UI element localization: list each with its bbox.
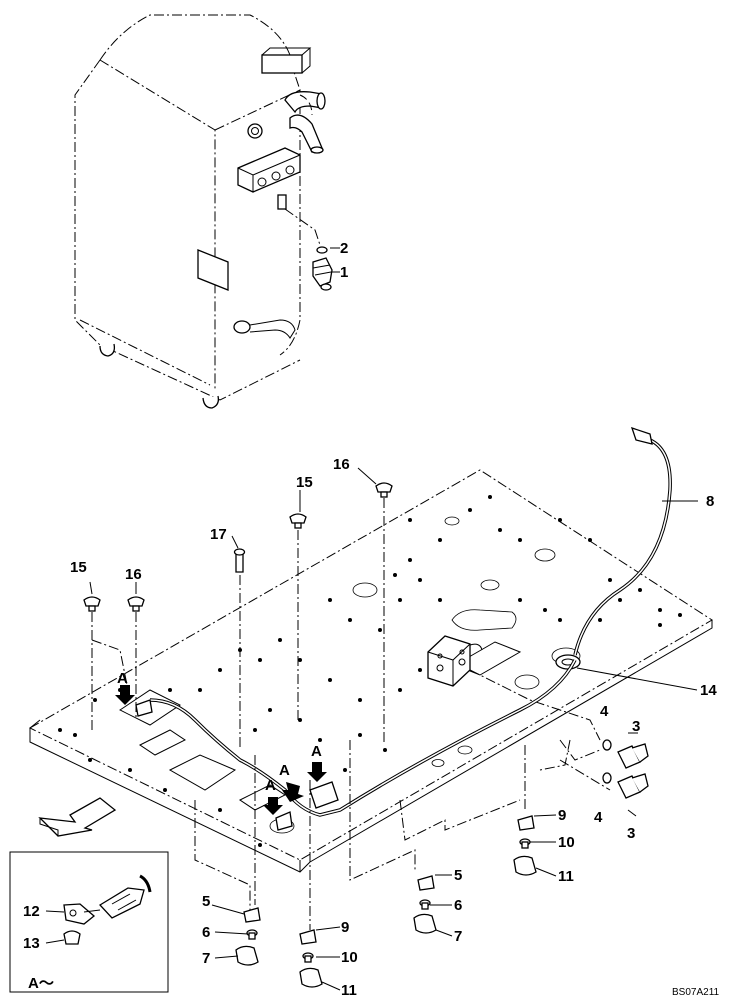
callout-6: 6 [202,924,210,941]
view-mark-label: A [265,777,276,794]
drawing-code: BS07A211 [672,987,720,998]
tank-assembly [74,14,333,409]
fitting-connector-icon [617,773,649,799]
callout-15: 15 [70,559,87,576]
fitting-connector-icon [617,743,649,769]
screws [83,482,393,612]
callout-17: 17 [210,526,227,543]
screw-icon [246,838,531,963]
grommet-icon [555,654,581,670]
callout-2: 2 [340,240,348,257]
callout-1: 1 [340,264,348,281]
callout-5: 5 [454,867,462,884]
detail-view-box [9,851,169,993]
callout-11: 11 [558,868,574,885]
o-ring-icon [602,772,612,784]
view-mark-label: A [279,762,290,779]
callout-7: 7 [202,950,210,967]
clamp-band-icon [235,855,537,988]
callout-6: 6 [454,897,462,914]
clamp-icon [135,699,153,717]
callout-7: 7 [454,928,462,945]
callout-4: 4 [600,703,609,720]
clip-icon [243,815,535,945]
callout-4: 4 [594,809,603,826]
leader-lines [89,247,698,991]
o-ring-icon [316,246,328,254]
view-mark-label: A [311,743,322,760]
callout-13: 13 [23,935,40,952]
fitting-connector-icon [312,257,333,291]
plate-holes [58,495,682,847]
callout-16: 16 [333,456,350,473]
clamp-icon [309,781,339,809]
front-direction-arrow-icon [38,797,117,837]
callout-12: 12 [23,903,40,920]
view-mark-label: A [117,670,128,687]
callout-3: 3 [632,718,640,735]
callout-11: 11 [341,982,357,999]
valve-block-icon [427,635,471,687]
callout-3: 3 [627,825,635,842]
callout-8: 8 [706,493,714,510]
callout-15: 15 [296,474,313,491]
callout-10: 10 [558,834,575,851]
callout-5: 5 [202,893,210,910]
clamp-icon [275,811,293,831]
wire-harness [149,426,672,817]
plate-openings [269,516,581,834]
callout-10: 10 [341,949,358,966]
o-ring-icon [602,739,612,751]
callout-9: 9 [341,919,349,936]
callout-9: 9 [558,807,566,824]
callout-labels: 2 1 3 3 4 4 5 5 6 6 7 7 8 9 9 10 10 11 1… [23,240,717,999]
callout-16: 16 [125,566,142,583]
detail-view-label: A～ [28,975,54,992]
floor-plate [28,469,713,873]
callout-14: 14 [700,682,717,699]
